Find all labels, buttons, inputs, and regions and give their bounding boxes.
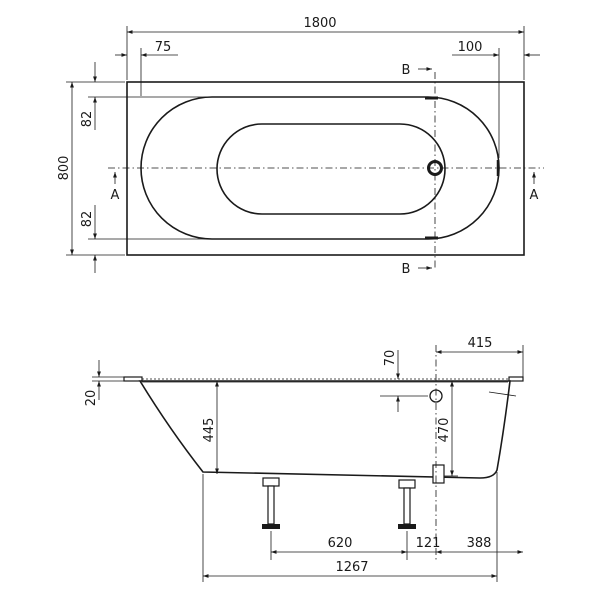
- section-a-right-label: A: [530, 188, 539, 203]
- dim-388-label: 388: [467, 536, 492, 551]
- tub-side-profile: [138, 380, 511, 479]
- leg-right: [398, 479, 416, 529]
- dimension-top-offset: 82: [80, 62, 210, 130]
- dim-100-label: 100: [458, 40, 483, 55]
- dim-1800-label: 1800: [303, 16, 336, 31]
- dimension-bottom-offset: 82: [80, 205, 210, 273]
- dim-470-label: 470: [437, 418, 452, 443]
- tub-bottom-outline: [216, 123, 446, 215]
- dim-82-bottom-label: 82: [80, 211, 95, 228]
- dimension-overflow-height: 70: [380, 350, 428, 412]
- section-a-left-label: A: [111, 188, 120, 203]
- dimension-overall-length: 1800: [126, 16, 525, 80]
- dimension-depth-right: 470: [437, 381, 458, 477]
- dim-20-label: 20: [84, 390, 99, 407]
- dimension-left-offset: 75: [115, 40, 178, 96]
- dim-82-top-label: 82: [80, 111, 95, 128]
- side-view: 20 445 70 415 470 620: [84, 336, 524, 582]
- drain-pipe: [432, 464, 445, 484]
- dim-75-label: 75: [155, 40, 172, 55]
- dim-121-label: 121: [416, 536, 441, 551]
- dim-800-label: 800: [57, 156, 72, 181]
- dim-1267-label: 1267: [335, 560, 368, 575]
- dimension-leg-row: 620 121 388: [271, 536, 523, 554]
- dimension-depth-left: 445: [202, 381, 219, 474]
- leg-left: [262, 477, 280, 529]
- tub-outer-rim: [126, 81, 525, 256]
- dim-620-label: 620: [328, 536, 353, 551]
- section-b-bottom-label: B: [402, 262, 411, 277]
- dim-70-label: 70: [383, 350, 398, 367]
- dim-415-label: 415: [468, 336, 493, 351]
- dimension-rim-height: 20: [84, 360, 124, 406]
- dimension-drain-offset: 415: [436, 336, 523, 354]
- dimension-right-offset: 100: [452, 40, 540, 158]
- dimension-overall-width: 800: [57, 81, 125, 256]
- inner-wall-hint: [488, 391, 517, 397]
- top-view: A A B B 1800 75 100: [57, 16, 544, 277]
- dimension-base-length: 1267: [203, 560, 497, 578]
- section-b-top-label: B: [402, 63, 411, 78]
- dim-445-label: 445: [202, 418, 217, 443]
- rim-right-cap: [508, 376, 524, 382]
